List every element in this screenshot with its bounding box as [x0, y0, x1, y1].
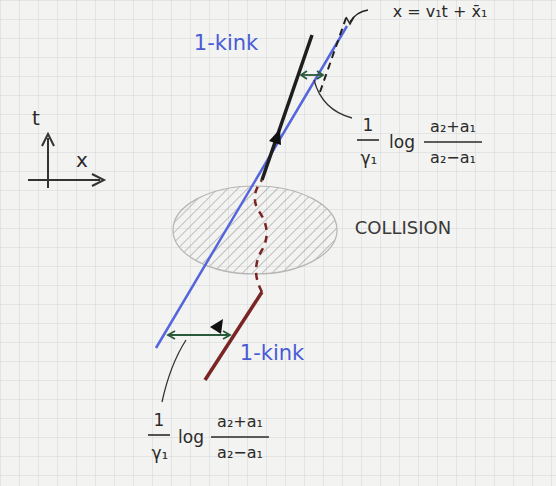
leader-line: [162, 340, 186, 402]
kink-label: 1-kink: [194, 32, 258, 55]
kink-trajectory: [205, 292, 262, 380]
arrowhead: [269, 129, 281, 145]
formula-part: a₂+a₁: [217, 413, 263, 431]
kink-trajectory: [262, 35, 312, 180]
formula-part: 1: [154, 411, 165, 430]
kink-label: 1-kink: [240, 342, 304, 365]
formula-part: log: [389, 133, 415, 152]
leader-line: [314, 80, 352, 118]
blue-line: [156, 26, 347, 348]
arrowhead: [210, 319, 223, 334]
formula-part: a₂−a₁: [217, 444, 263, 462]
asymptote: [320, 18, 346, 92]
kink-trajectory-dashed: [255, 180, 267, 292]
axes: [28, 134, 104, 188]
axis-label: x: [76, 149, 88, 171]
formula-part: γ₁: [152, 444, 169, 463]
formula-part: log: [178, 428, 204, 447]
arrowhead: [346, 17, 354, 24]
fraction-bar: [148, 140, 482, 437]
formula-part: a₂+a₁: [430, 118, 476, 136]
region-label: COLLISION: [355, 218, 451, 238]
collision-region: [173, 186, 337, 274]
double-arrow: [168, 331, 230, 339]
formula-part: a₂−a₁: [430, 149, 476, 167]
equation-label: x = v₁t + x̄₁: [393, 3, 488, 21]
formula-part: 1: [363, 116, 374, 135]
formula-part: γ₁: [361, 149, 378, 168]
double-arrow: [301, 71, 323, 79]
axis-label: t: [32, 107, 40, 129]
